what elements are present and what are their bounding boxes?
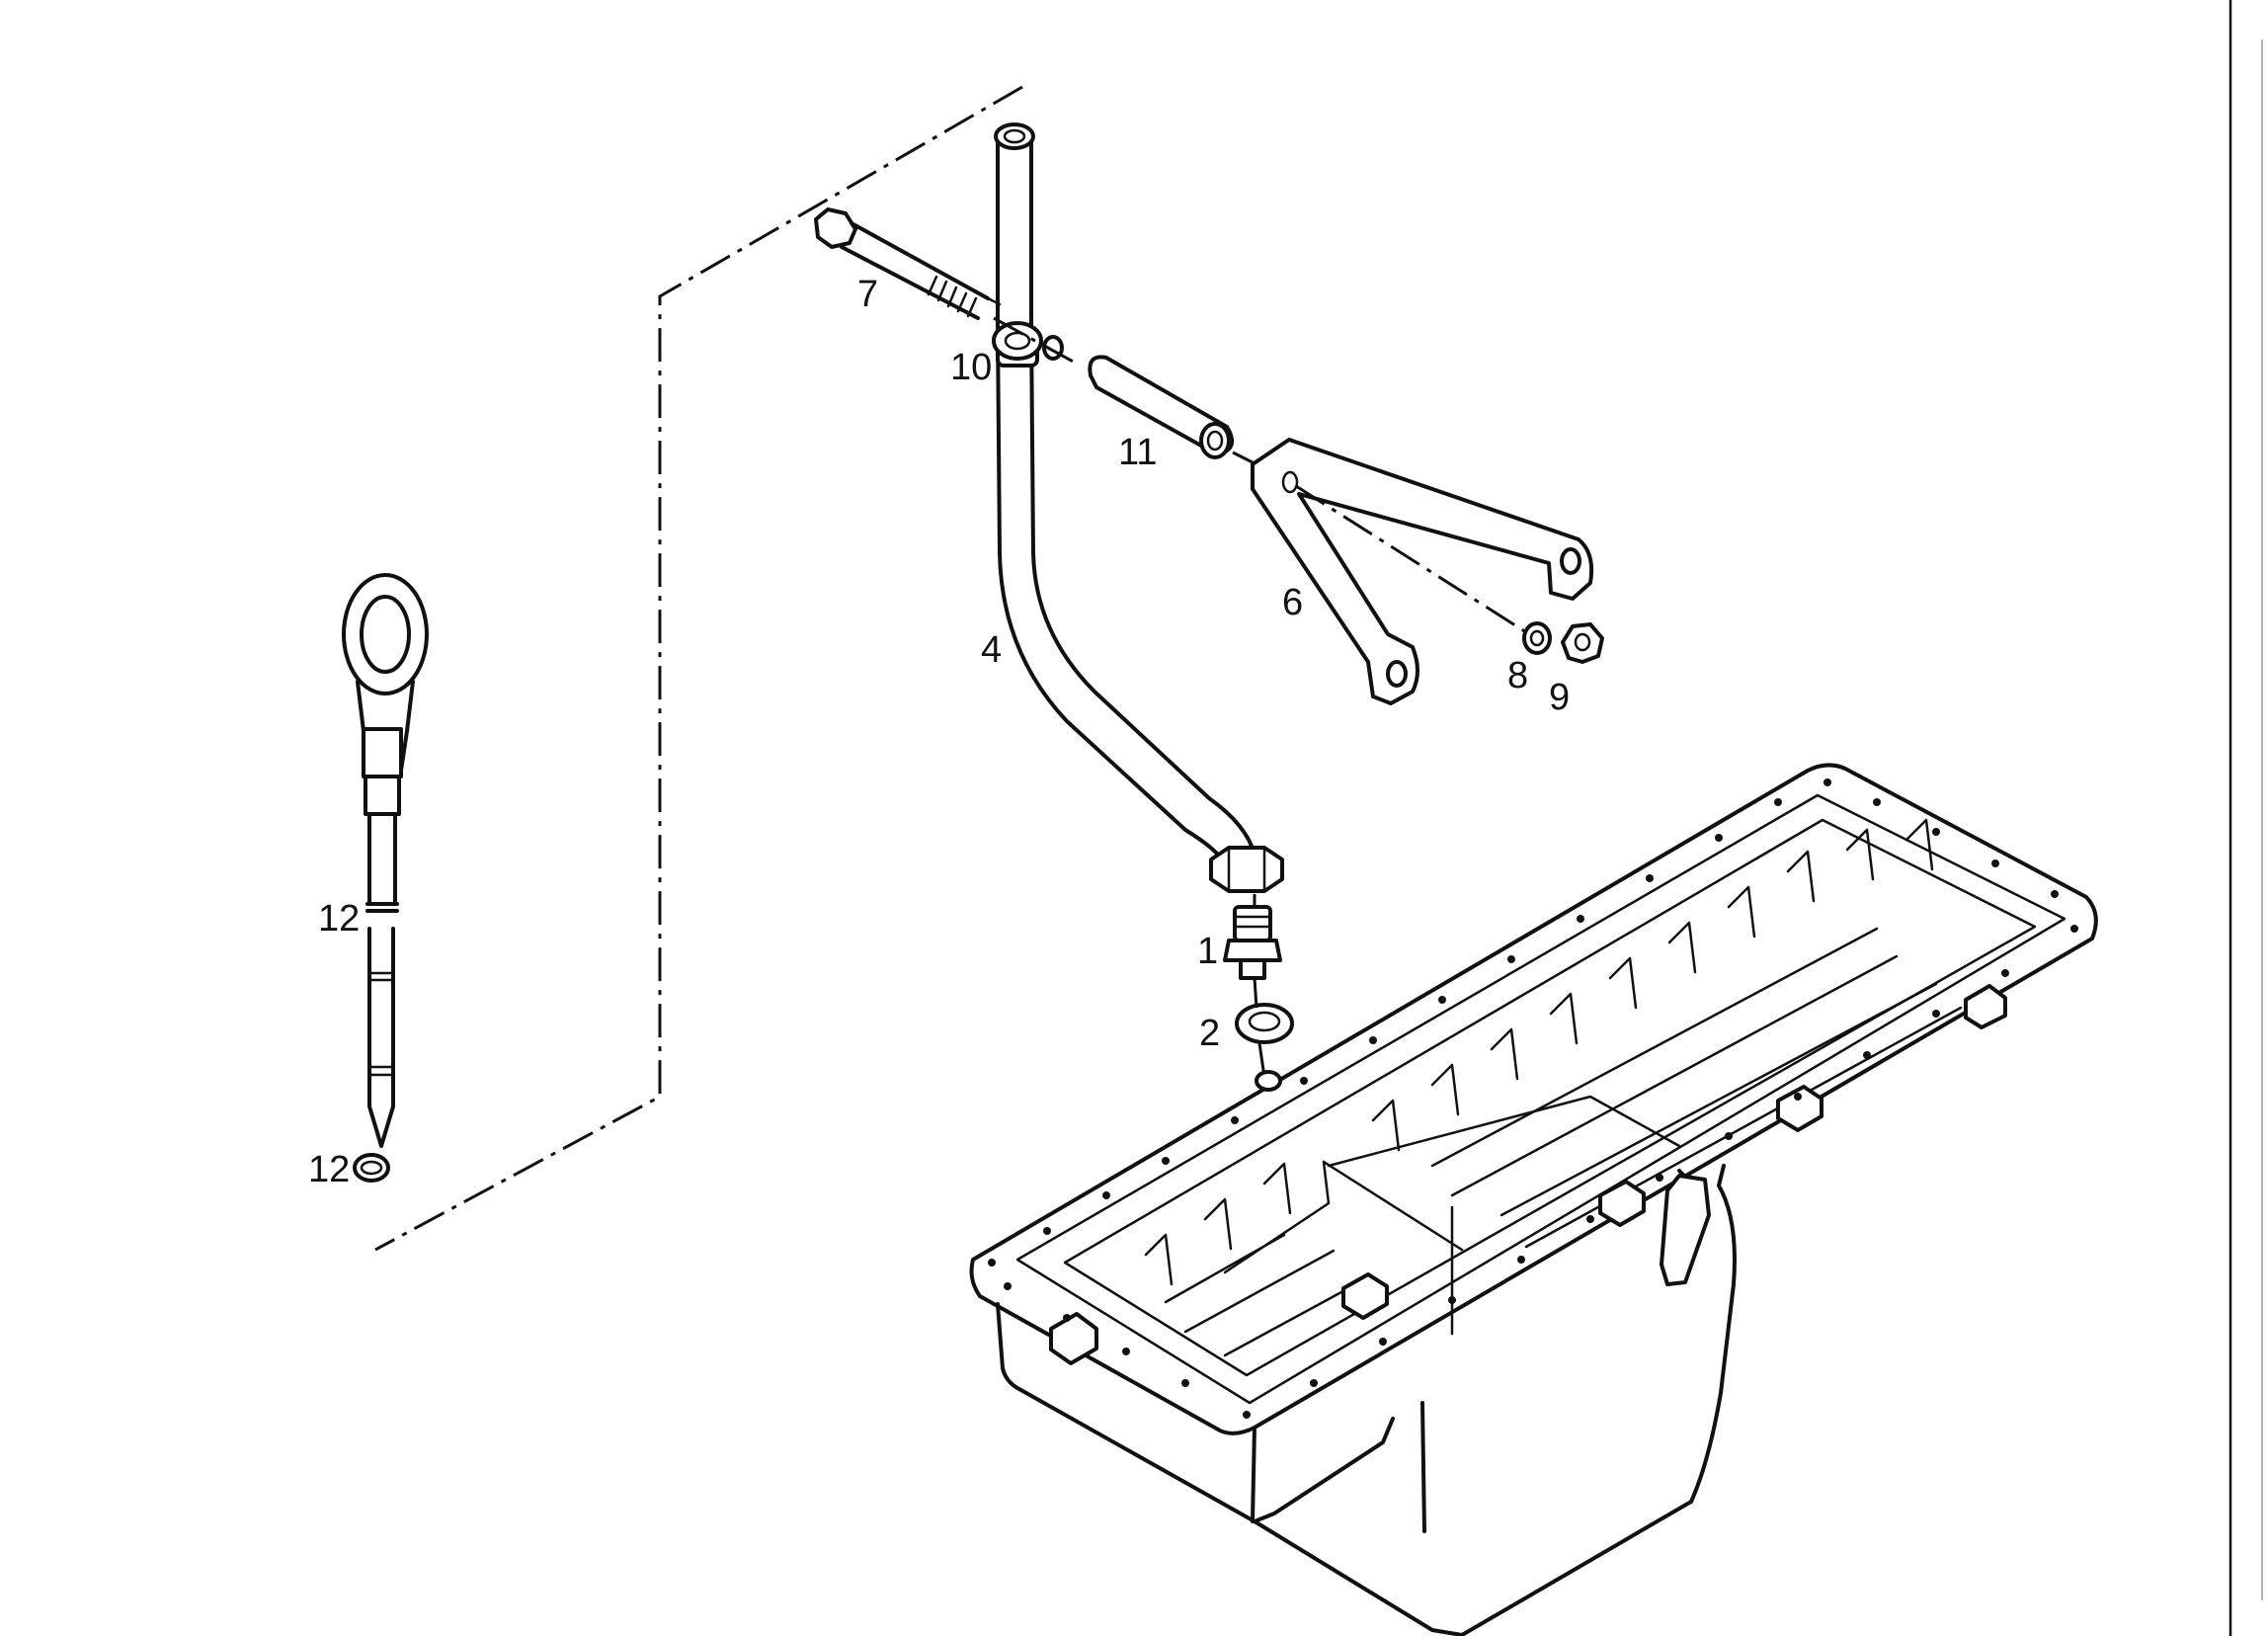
callout-8: 8 bbox=[1507, 655, 1528, 696]
dipstick-seal-ring bbox=[353, 1153, 390, 1183]
nut bbox=[1561, 622, 1604, 664]
bolt bbox=[814, 207, 1002, 320]
callout-12-upper: 12 bbox=[318, 898, 360, 940]
callout-9: 9 bbox=[1549, 677, 1570, 718]
mounting-bracket bbox=[1251, 438, 1594, 705]
threaded-adapter bbox=[1223, 905, 1282, 980]
oil-pan bbox=[969, 763, 2098, 1636]
flange-bolt-holes bbox=[988, 778, 2078, 1419]
dipstick bbox=[342, 573, 429, 1148]
sealing-ring bbox=[1235, 1003, 1294, 1044]
washer bbox=[1522, 621, 1552, 655]
tube-clamp bbox=[992, 321, 1064, 368]
callout-6: 6 bbox=[1282, 582, 1303, 623]
dipstick-guide-tube bbox=[994, 123, 1284, 893]
callout-11: 11 bbox=[1118, 432, 1157, 473]
spacer-sleeve bbox=[1088, 355, 1235, 459]
callout-10: 10 bbox=[950, 347, 992, 388]
page-border bbox=[2228, 0, 2263, 1636]
callout-4: 4 bbox=[981, 629, 1002, 671]
callout-2: 2 bbox=[1199, 1013, 1220, 1054]
assembly-boundary bbox=[374, 85, 1023, 1252]
callout-7: 7 bbox=[857, 274, 878, 315]
callout-labels: 1 2 4 6 7 8 9 10 11 12 12 bbox=[308, 274, 1570, 1190]
callout-12-lower: 12 bbox=[308, 1149, 350, 1190]
callout-1: 1 bbox=[1197, 931, 1218, 972]
